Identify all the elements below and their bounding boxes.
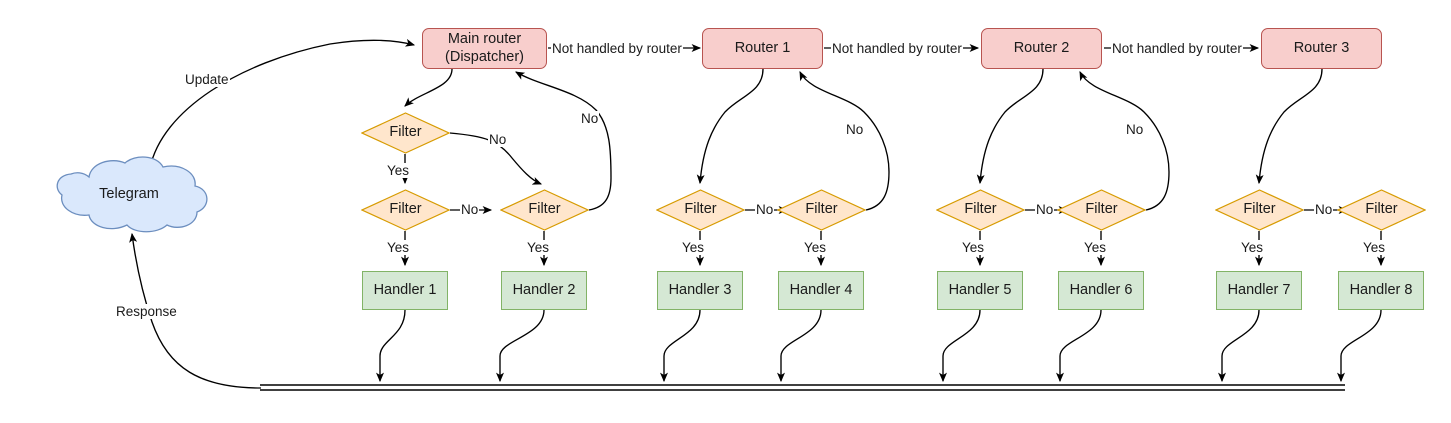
edge-filter-c-no-return [515,71,612,211]
edge-h4-to-bus [777,309,822,383]
edge-h3-to-bus [660,309,701,383]
node-handler-1[interactable]: Handler 1 [362,271,448,310]
handler-1-label: Handler 1 [373,281,437,298]
router-3-label: Router 3 [1293,39,1350,56]
edge-filter-a-no [449,132,543,185]
edge-label-no-filter-e: No [845,122,865,137]
node-filter-e[interactable]: Filter [777,189,866,231]
node-router-1[interactable]: Router 1 [702,28,823,69]
edge-label-no-filter-a: No [488,132,508,147]
node-handler-3[interactable]: Handler 3 [657,271,743,310]
filter-i-label: Filter [1365,201,1398,218]
main-router-label-line2: (Dispatcher) [445,48,524,65]
filter-b-label: Filter [389,201,422,218]
edge-r1-to-filter-d [696,68,764,185]
filter-d-label: Filter [684,201,717,218]
filter-g-label: Filter [1085,201,1118,218]
telegram-label: Telegram [99,186,159,202]
telegram-cloud: Telegram [45,155,213,233]
edge-update [149,38,416,169]
edge-h5-to-bus [939,309,981,383]
handler-8-label: Handler 8 [1349,281,1413,298]
node-filter-b[interactable]: Filter [361,189,450,231]
handler-4-label: Handler 4 [789,281,853,298]
edge-h6-to-bus [1056,309,1102,383]
node-main-router[interactable]: Main router (Dispatcher) [422,28,547,69]
edge-label-yes-filter-g: Yes [1083,240,1108,255]
edge-filter-g-no-return [1079,71,1170,211]
edge-h2-to-bus [496,309,545,383]
diamond-shape [777,189,866,231]
diamond-shape [361,189,450,231]
router-1-label: Router 1 [734,39,791,56]
edge-label-no-filter-g: No [1125,122,1145,137]
edge-label-yes-filter-e: Yes [803,240,828,255]
edge-label-no-filter-b: No [460,202,480,217]
edge-label-yes-filter-f: Yes [961,240,986,255]
edge-label-response: Response [115,304,178,319]
filter-c-label: Filter [528,201,561,218]
main-router-label-line1: Main router [447,31,522,48]
handler-3-label: Handler 3 [668,281,732,298]
edge-label-no-filter-d: No [755,202,775,217]
node-filter-a[interactable]: Filter [361,112,450,154]
node-filter-g[interactable]: Filter [1057,189,1146,231]
node-handler-4[interactable]: Handler 4 [778,271,864,310]
edge-r2-to-filter-f [976,68,1044,185]
diamond-shape [656,189,745,231]
node-filter-i[interactable]: Filter [1337,189,1426,231]
diamond-shape [1337,189,1426,231]
edge-h1-to-bus [376,309,406,383]
edge-label-yes-filter-a: Yes [386,163,411,178]
edge-r3-to-filter-h [1255,68,1323,185]
diamond-shape [500,189,589,231]
node-filter-c[interactable]: Filter [500,189,589,231]
node-filter-d[interactable]: Filter [656,189,745,231]
handler-5-label: Handler 5 [948,281,1012,298]
edge-label-update: Update [184,72,230,87]
filter-e-label: Filter [805,201,838,218]
filter-h-label: Filter [1243,201,1276,218]
edge-label-no-filter-h: No [1314,202,1334,217]
diamond-shape [1057,189,1146,231]
node-filter-h[interactable]: Filter [1215,189,1304,231]
edge-label-yes-filter-b: Yes [386,240,411,255]
node-filter-f[interactable]: Filter [936,189,1025,231]
edge-label-yes-filter-h: Yes [1240,240,1265,255]
edge-label-not-handled-2: Not handled by router [831,41,963,56]
edge-label-not-handled-1: Not handled by router [551,41,683,56]
node-handler-7[interactable]: Handler 7 [1216,271,1302,310]
edge-label-yes-filter-i: Yes [1362,240,1387,255]
node-router-2[interactable]: Router 2 [981,28,1102,69]
router-2-label: Router 2 [1013,39,1070,56]
edge-label-no-filter-f: No [1035,202,1055,217]
edge-h8-to-bus [1337,309,1382,383]
node-router-3[interactable]: Router 3 [1261,28,1382,69]
edge-response [129,232,262,389]
handler-2-label: Handler 2 [512,281,576,298]
edge-label-yes-filter-c: Yes [526,240,551,255]
node-handler-8[interactable]: Handler 8 [1338,271,1424,310]
node-handler-2[interactable]: Handler 2 [501,271,587,310]
edge-h7-to-bus [1218,309,1260,383]
edge-label-yes-filter-d: Yes [681,240,706,255]
handler-7-label: Handler 7 [1227,281,1291,298]
handler-6-label: Handler 6 [1069,281,1133,298]
edge-label-not-handled-3: Not handled by router [1111,41,1243,56]
diamond-shape [361,112,450,154]
diamond-shape [936,189,1025,231]
node-handler-5[interactable]: Handler 5 [937,271,1023,310]
diamond-shape [1215,189,1304,231]
edge-label-no-filter-c: No [580,111,600,126]
edge-filter-e-no-return [799,71,890,211]
cloud-icon [56,156,208,233]
edge-main-to-filter-a [404,68,453,107]
node-handler-6[interactable]: Handler 6 [1058,271,1144,310]
filter-f-label: Filter [964,201,997,218]
filter-a-label: Filter [389,124,422,141]
